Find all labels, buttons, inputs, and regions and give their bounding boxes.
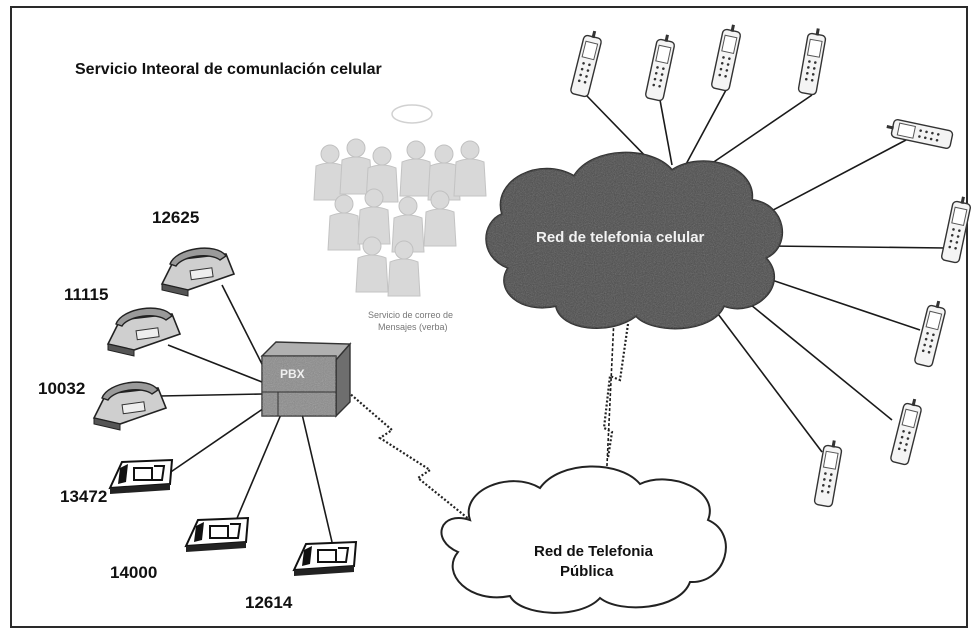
voicemail-label-2: Mensajes (verba) xyxy=(378,322,448,332)
extension-label-4: 13472 xyxy=(60,487,107,506)
lightning-link-icon xyxy=(347,323,630,521)
connection-lines xyxy=(159,89,947,543)
diagram-frame xyxy=(10,6,968,628)
extension-label-2: 11115 xyxy=(64,285,108,304)
people-icon xyxy=(313,104,487,297)
public-network-cloud xyxy=(440,465,727,614)
extension-label-6: 12614 xyxy=(245,593,293,612)
cellular-network-label: Red de telefonia celular xyxy=(536,229,705,246)
pbx-icon xyxy=(260,341,352,418)
digital-phone-icon xyxy=(109,459,357,577)
page-title: Servicio Inteoral de comunlación celular xyxy=(75,61,382,78)
public-network-label-2: Pública xyxy=(560,563,614,580)
public-network-label: Red de Telefonia xyxy=(534,543,654,560)
extension-label-3: 10032 xyxy=(38,379,85,398)
cellular-network-cloud xyxy=(485,151,783,330)
pbx-label: PBX xyxy=(280,367,305,381)
extension-label-5: 14000 xyxy=(110,563,157,582)
desk-phone-icon xyxy=(93,247,235,431)
extension-label-1: 12625 xyxy=(152,208,199,227)
voicemail-label: Servicio de correo de xyxy=(368,310,453,320)
